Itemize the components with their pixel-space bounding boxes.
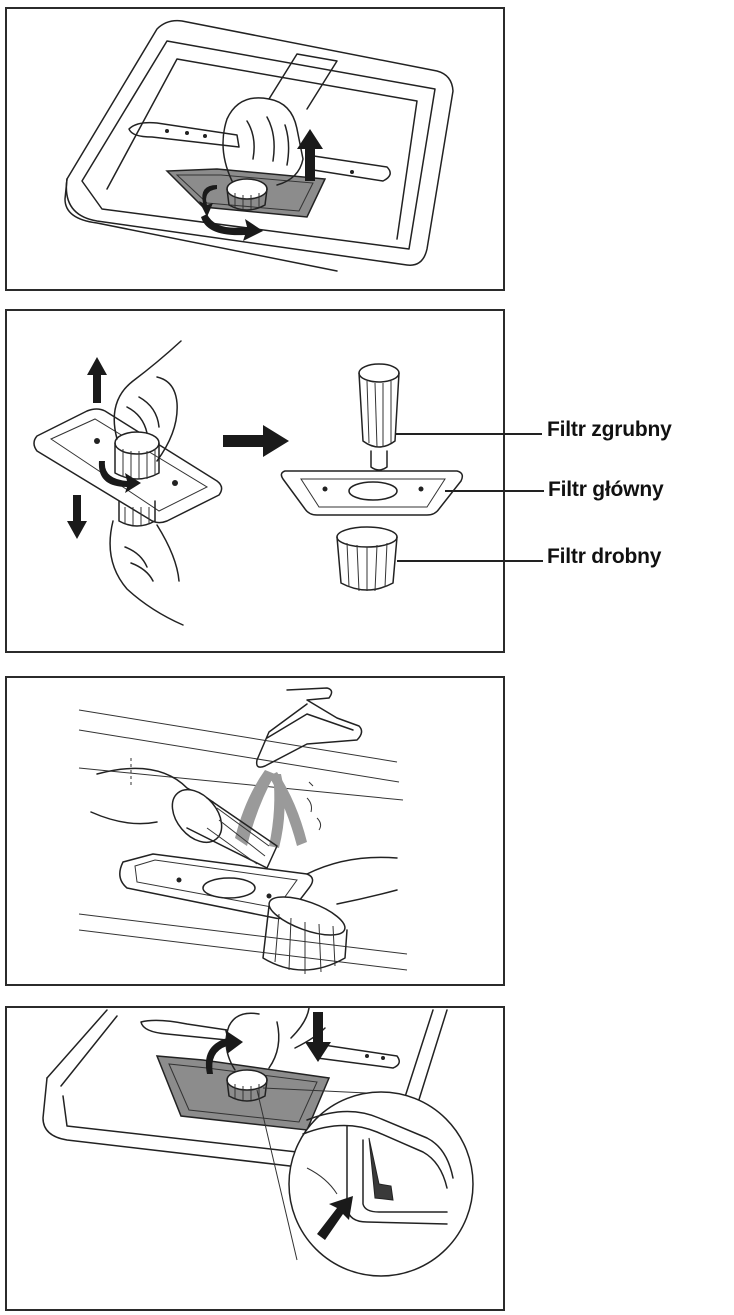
- callout-line-fine: [397, 560, 543, 562]
- label-coarse-filter: Filtr zgrubny: [547, 418, 672, 442]
- step-4-reinstall-panel: [5, 1006, 505, 1311]
- step-2-separate-parts-panel: [5, 309, 505, 653]
- label-fine-filter: Filtr drobny: [547, 545, 661, 569]
- callout-line-main: [445, 490, 544, 492]
- callout-line-coarse: [395, 433, 542, 435]
- step-3-rinse-panel: [5, 676, 505, 986]
- label-main-filter: Filtr główny: [548, 478, 663, 502]
- step-1-remove-filter-panel: [5, 7, 505, 291]
- step-4-illustration: [7, 1008, 505, 1311]
- step-3-illustration: [7, 678, 505, 986]
- step-1-illustration: [7, 9, 505, 291]
- step-2-illustration: [7, 311, 505, 653]
